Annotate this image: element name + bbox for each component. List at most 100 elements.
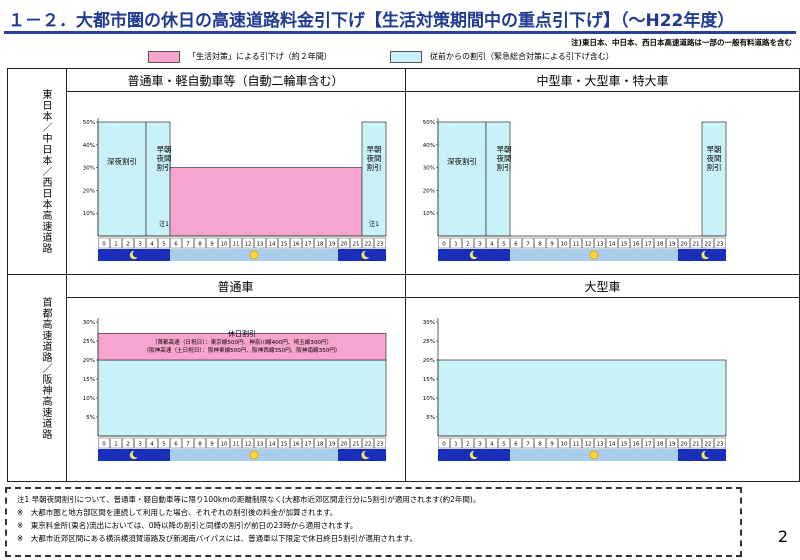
y-tick-label: 30% xyxy=(83,166,95,172)
hour-cell xyxy=(654,437,666,449)
hour-label: 6 xyxy=(514,442,518,448)
bar-existing-discount xyxy=(437,359,727,437)
hour-cell xyxy=(254,437,266,449)
hour-label: 17 xyxy=(305,242,312,248)
hour-cell xyxy=(230,437,242,449)
hour-cell xyxy=(690,237,702,249)
hour-label: 10 xyxy=(221,242,228,248)
y-tick-label: 20% xyxy=(83,188,95,194)
page-number: 2 xyxy=(777,527,788,546)
footnotes-box: 注1 早朝夜間割引について、普通車・軽自動車等に限り100kmの距離制限なく(大… xyxy=(5,487,742,557)
label-note1: 注1 xyxy=(369,220,379,228)
hour-label: 6 xyxy=(174,442,178,448)
hour-label: 21 xyxy=(353,242,360,248)
hour-label: 3 xyxy=(138,442,142,448)
chart-metro-ordinary: 30%25%20%15%10%5%休日割引（首都高速（日祝日）：東京線500円、… xyxy=(80,314,390,482)
hour-label: 2 xyxy=(126,442,130,448)
hour-cell xyxy=(510,437,522,449)
hour-label: 10 xyxy=(561,442,568,448)
hour-label: 14 xyxy=(609,442,616,448)
hour-cell xyxy=(110,237,122,249)
y-tick-label: 25% xyxy=(423,339,435,345)
y-tick-label: 30% xyxy=(423,166,435,172)
hour-cell xyxy=(362,237,374,249)
hour-cell xyxy=(290,237,302,249)
hour-cell xyxy=(714,437,726,449)
hour-label: 0 xyxy=(102,442,106,448)
moon-icon xyxy=(472,450,480,458)
bar-holiday-discount xyxy=(97,333,387,361)
y-tick-label: 50% xyxy=(423,120,435,126)
y-tick-label: 50% xyxy=(83,120,95,126)
hour-cell xyxy=(486,437,498,449)
hour-cell xyxy=(98,237,110,249)
label-holiday-tokyo: （首都高速（日祝日）：東京線500円、神奈川線400円、埼玉線300円） xyxy=(152,338,332,346)
hour-cell xyxy=(558,237,570,249)
hour-label: 8 xyxy=(198,242,202,248)
hour-label: 22 xyxy=(365,242,372,248)
hour-label: 12 xyxy=(585,242,592,248)
hour-cell xyxy=(606,237,618,249)
hour-cell xyxy=(122,437,134,449)
row-label-metro: 首都高速道路／阪神高速道路 xyxy=(40,297,51,440)
hour-label: 23 xyxy=(717,242,724,248)
hour-label: 23 xyxy=(377,242,384,248)
hour-label: 21 xyxy=(693,242,700,248)
hour-label: 18 xyxy=(657,442,664,448)
footnote: 注1 早朝夜間割引について、普通車・軽自動車等に限り100kmの距離制限なく(大… xyxy=(17,495,481,504)
hour-label: 14 xyxy=(269,442,276,448)
title-underline xyxy=(4,31,796,34)
hour-cell xyxy=(618,437,630,449)
hour-cell xyxy=(558,437,570,449)
hour-cell xyxy=(218,437,230,449)
hour-cell xyxy=(546,237,558,249)
hour-cell xyxy=(290,437,302,449)
hour-label: 2 xyxy=(126,242,130,248)
hour-cell xyxy=(534,237,546,249)
hour-label: 10 xyxy=(561,242,568,248)
hour-label: 12 xyxy=(245,442,252,448)
label-early-night: 割引 xyxy=(367,162,382,172)
hour-cell xyxy=(462,237,474,249)
hour-label: 9 xyxy=(550,242,554,248)
y-tick-label: 10% xyxy=(83,211,95,217)
hour-label: 4 xyxy=(490,442,494,448)
hour-label: 9 xyxy=(210,442,214,448)
hour-cell xyxy=(642,237,654,249)
hour-label: 2 xyxy=(466,242,470,248)
hour-cell xyxy=(242,437,254,449)
hour-cell xyxy=(350,437,362,449)
moon-icon xyxy=(132,250,140,258)
hour-cell xyxy=(266,237,278,249)
bar-early-night xyxy=(145,121,171,237)
hour-cell xyxy=(666,437,678,449)
footnote: ※ 大都市近郊区間にある横浜横須賀道路及び新湘南バイパスには、普通車以下限定で休… xyxy=(17,534,418,543)
hour-cell xyxy=(362,437,374,449)
row-label-nexco: 東日本／中日本／西日本高速道路 xyxy=(40,89,51,254)
hour-label: 13 xyxy=(597,242,604,248)
col-title-large: 大型車 xyxy=(584,280,621,294)
hour-cell xyxy=(438,237,450,249)
hour-cell xyxy=(146,437,158,449)
hour-label: 23 xyxy=(377,442,384,448)
bar-existing-discount xyxy=(97,359,387,437)
hour-cell xyxy=(522,437,534,449)
hour-label: 4 xyxy=(150,442,154,448)
hour-cell xyxy=(170,237,182,249)
hour-label: 12 xyxy=(245,242,252,248)
hour-label: 22 xyxy=(365,442,372,448)
hour-label: 20 xyxy=(681,242,688,248)
hour-label: 22 xyxy=(705,442,712,448)
table-divider xyxy=(8,274,799,275)
hour-cell xyxy=(498,237,510,249)
hour-label: 4 xyxy=(490,242,494,248)
legend-swatch-cyan xyxy=(390,51,422,63)
bar-deep-night xyxy=(97,121,147,237)
y-tick-label: 40% xyxy=(423,143,435,149)
hour-label: 7 xyxy=(526,242,530,248)
label-holiday-title: 休日割引 xyxy=(228,329,256,338)
hour-cell xyxy=(546,437,558,449)
hour-label: 7 xyxy=(186,242,190,248)
page-title: １－２．大都市圏の休日の高速道路料金引下げ【生活対策期間中の重点引下げ】（～H2… xyxy=(8,11,735,31)
hour-cell xyxy=(570,237,582,249)
